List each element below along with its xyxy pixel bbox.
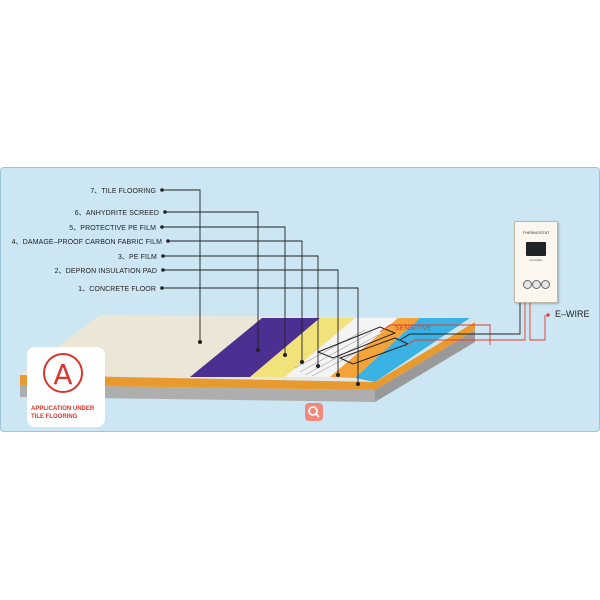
- layer-label-7: 7、TILE FLOORING: [90, 188, 156, 195]
- layer-label-6: 6、ANHYDRITE SCREED: [74, 210, 159, 217]
- leader-dots: [160, 188, 360, 386]
- insulation-edge: [20, 375, 375, 390]
- thermostat-button-2: [532, 280, 541, 289]
- protective-film-layer: [250, 318, 355, 377]
- thermostat-wiring: [379, 300, 546, 347]
- concrete-floor-front: [20, 385, 375, 402]
- ewire-label: E–WIRE: [555, 309, 590, 319]
- layer-label-3: 3、PE FILM: [117, 254, 157, 261]
- concrete-floor-side: [375, 330, 475, 402]
- thermostat-brand: Controller: [529, 258, 543, 262]
- leader-lines: [162, 189, 359, 384]
- layer-label-5: 5、PROTECTIVE PE FILM: [69, 225, 156, 232]
- insulation-edge-side: [375, 322, 475, 390]
- thermostat-icon: THERMOSTAT Controller: [514, 221, 558, 303]
- badge-letter: A: [53, 358, 73, 391]
- application-badge: A APPLICATION UNDER TILE FLOORING: [27, 347, 105, 427]
- tile-flooring-layer: [190, 318, 320, 377]
- ewire-dot: [546, 313, 550, 317]
- badge-text: APPLICATION UNDER TILE FLOORING: [31, 406, 95, 420]
- layer-label-2: 2、DEPRON INSULATION PAD: [54, 268, 157, 275]
- thermostat-button-3: [541, 280, 550, 289]
- sensitive-label: SENSITIVE: [395, 325, 432, 332]
- thermostat-title: THERMOSTAT: [522, 230, 550, 235]
- search-icon: [308, 406, 320, 418]
- thermostat-button-1: [523, 280, 532, 289]
- layer-label-1: 1、CONCRETE FLOOR: [78, 286, 156, 293]
- layer-label-4: 4、DAMAGE–PROOF CARBON FABRIC FILM: [11, 239, 162, 246]
- zoom-button[interactable]: [305, 403, 323, 421]
- a-circle-icon: A: [43, 353, 83, 393]
- carbon-film-layer: [285, 318, 398, 377]
- thermostat-display: [526, 242, 546, 256]
- pe-film-layer: [330, 318, 420, 378]
